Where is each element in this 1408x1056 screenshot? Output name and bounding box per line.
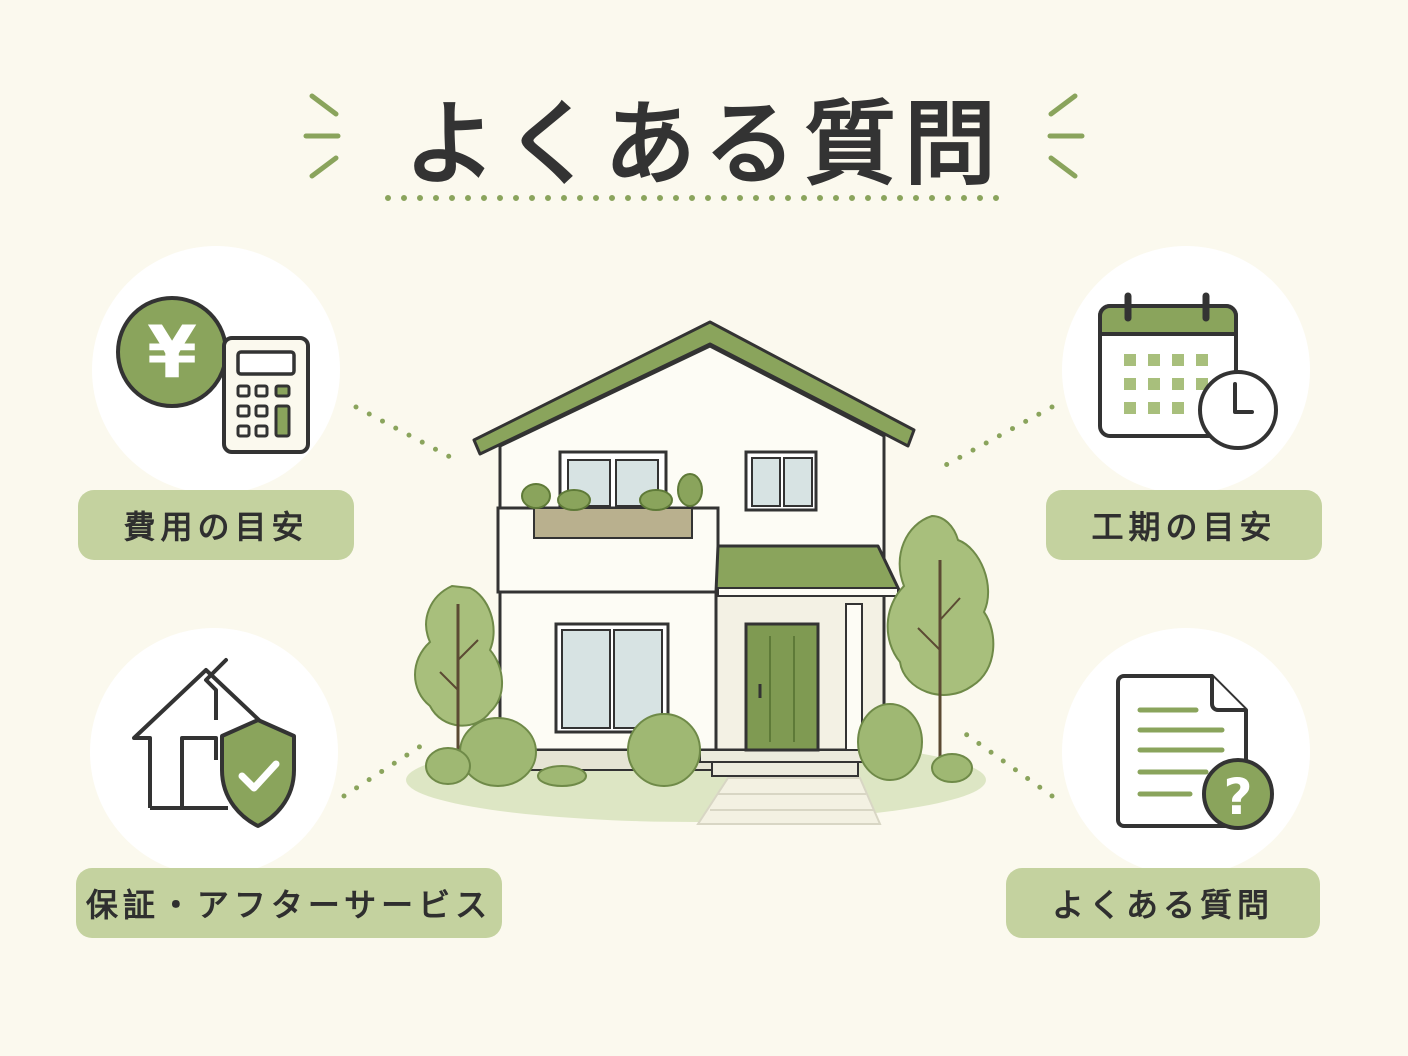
calendar-clock-icon — [1098, 292, 1278, 450]
yen-symbol: ¥ — [147, 310, 197, 394]
document-question-icon: ? — [1116, 674, 1274, 830]
topic-label-cost[interactable]: 費用の目安 — [78, 490, 354, 560]
page-title: よくある質問 — [403, 91, 1004, 198]
topic-label-faq[interactable]: よくある質問 — [1006, 868, 1320, 938]
bushes — [425, 703, 973, 787]
connector-lines — [341, 404, 1055, 799]
yen-calculator-icon: ¥ — [116, 296, 310, 454]
topic-label-schedule[interactable]: 工期の目安 — [1046, 490, 1322, 560]
house-shield-icon — [132, 658, 296, 828]
title-spark-left — [303, 93, 341, 179]
topic-label-warranty[interactable]: 保証・アフターサービス — [76, 868, 502, 938]
title-spark-right — [1047, 93, 1085, 179]
house-illustration — [406, 320, 995, 825]
question-symbol: ? — [1223, 768, 1252, 826]
tree-left — [414, 584, 504, 770]
tree-right — [886, 514, 995, 770]
